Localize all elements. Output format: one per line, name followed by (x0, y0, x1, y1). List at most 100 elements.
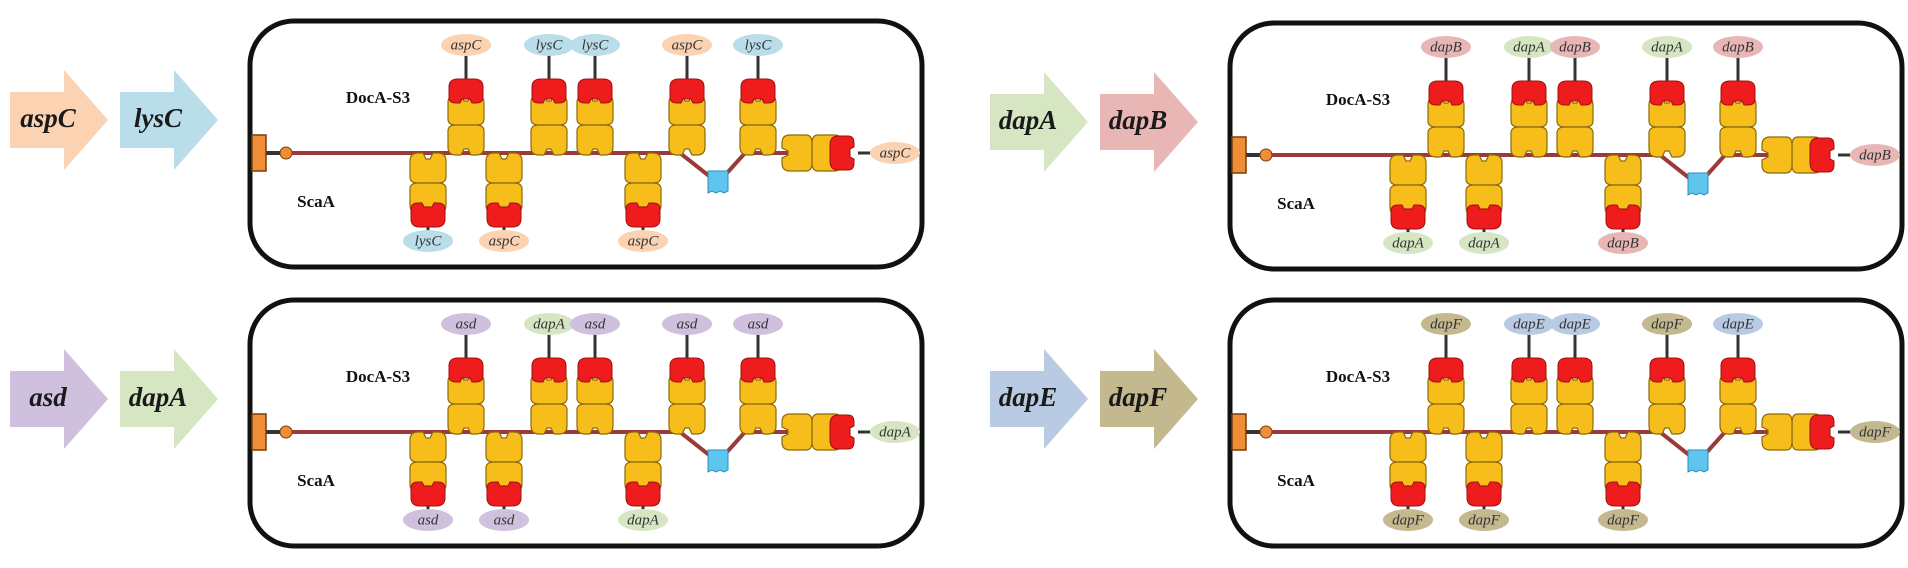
enzyme-gene-label: dapB (1430, 39, 1462, 55)
dockerin-body (1511, 80, 1547, 106)
cohesin-lobe-upper (1389, 154, 1427, 186)
enzyme-tag: dapA (1642, 36, 1692, 58)
enzyme-ellipse (1850, 421, 1900, 443)
dockerin-body (1428, 357, 1464, 383)
enzyme-tag: dapF (1383, 509, 1433, 531)
enzyme-ellipse (870, 421, 920, 443)
cohesin-module (739, 373, 777, 435)
dockerin-module (410, 202, 446, 228)
dockerin-module (1605, 204, 1641, 230)
dockerin-module (448, 357, 484, 383)
dockerin-module (1720, 357, 1756, 383)
dockerin-body (1605, 204, 1641, 230)
enzyme-ellipse (524, 34, 574, 56)
gene-arrow: dapA (990, 72, 1088, 172)
arrow-shape (10, 349, 108, 449)
enzyme-gene-label: dapB (1559, 39, 1591, 55)
cohesin-lobe-lower (447, 403, 485, 435)
enzyme-tag: dapE (1504, 313, 1554, 335)
dockerin-body (1557, 357, 1593, 383)
dockerin-body (829, 414, 855, 450)
cohesin-lobe-upper (624, 152, 662, 184)
enzyme-gene-label: dapF (1468, 512, 1501, 528)
enzyme-ellipse (1850, 144, 1900, 166)
anchor-node (1259, 148, 1273, 162)
cohesin-module (1719, 96, 1757, 158)
dockerin-module (1466, 481, 1502, 507)
cohesin-lobe-lower (1648, 403, 1686, 435)
enzyme-gene-label: aspC (672, 37, 704, 53)
enzyme-tag: dapB (1550, 36, 1600, 58)
dockerin-body (1649, 80, 1685, 106)
enzyme-gene-label: lysC (745, 37, 773, 53)
enzyme-ellipse (1504, 313, 1554, 335)
membrane-anchor (1231, 413, 1247, 451)
dockerin-module (1809, 414, 1835, 450)
doca-s3-label: DocA-S3 (1326, 367, 1390, 386)
dockerin-body (486, 481, 522, 507)
cohesin-lobe-lower (668, 124, 706, 156)
cohesin-lobe-upper (1389, 431, 1427, 463)
dockerin-body (1466, 204, 1502, 230)
dockerin-module (410, 481, 446, 507)
cohesin-lobe-lower (1427, 126, 1465, 158)
arrow-gene-label: asd (29, 382, 67, 412)
enzyme-tag: dapB (1850, 144, 1900, 166)
dockerin-module (1390, 481, 1426, 507)
enzyme-tag: dapE (1713, 313, 1763, 335)
arrow-shape (120, 70, 218, 170)
enzyme-gene-label: aspC (628, 233, 660, 249)
gene-arrow: dapE (990, 349, 1088, 449)
enzyme-gene-label: dapA (533, 316, 566, 332)
gene-arrow: dapA (120, 349, 218, 449)
membrane-anchor (251, 134, 267, 172)
enzyme-tag: aspC (479, 230, 529, 252)
enzyme-tag: aspC (618, 230, 668, 252)
enzyme-ellipse (1421, 36, 1471, 58)
cohesin-module (447, 373, 485, 435)
dockerin-body (1809, 137, 1835, 173)
cohesin-module (1510, 96, 1548, 158)
enzyme-ellipse (570, 313, 620, 335)
cohesin-lobe-upper (485, 431, 523, 463)
enzyme-gene-label: dapA (1392, 235, 1425, 251)
enzyme-gene-label: asd (418, 512, 439, 528)
cohesin-module (530, 94, 568, 156)
dockerin-module (669, 357, 705, 383)
cohesin-lobe-lower (1556, 126, 1594, 158)
arrow-shape (1100, 349, 1198, 449)
scaa-label: ScaA (297, 471, 336, 490)
enzyme-gene-label: dapE (1722, 316, 1754, 332)
enzyme-tag: lysC (570, 34, 620, 56)
cohesin-module (530, 373, 568, 435)
enzyme-gene-label: dapA (879, 424, 912, 440)
doca-s3-label: DocA-S3 (346, 367, 410, 386)
dockerin-module (740, 357, 776, 383)
cohesin-module (1510, 373, 1548, 435)
dockerin-module (625, 481, 661, 507)
dockerin-body (531, 78, 567, 104)
cohesin-lobe-lower (739, 124, 777, 156)
cohesin-lobe-upper (1604, 154, 1642, 186)
enzyme-tag: aspC (441, 34, 491, 56)
dockerin-body (1720, 80, 1756, 106)
dockerin-module (531, 357, 567, 383)
dockerin-module (486, 202, 522, 228)
membrane-anchor (1231, 136, 1247, 174)
enzyme-gene-label: dapA (1513, 39, 1546, 55)
dockerin-body (1649, 357, 1685, 383)
enzyme-tag: dapF (1598, 509, 1648, 531)
enzyme-tag: dapB (1713, 36, 1763, 58)
dockerin-body (577, 78, 613, 104)
dockerin-body (1720, 357, 1756, 383)
enzyme-ellipse (870, 142, 920, 164)
enzyme-gene-label: asd (677, 316, 698, 332)
dockerin-body (1605, 481, 1641, 507)
enzyme-ellipse (1713, 313, 1763, 335)
gene-arrow: dapF (1100, 349, 1198, 449)
dockerin-body (1466, 481, 1502, 507)
enzyme-gene-label: dapE (1559, 316, 1591, 332)
enzyme-gene-label: lysC (536, 37, 564, 53)
